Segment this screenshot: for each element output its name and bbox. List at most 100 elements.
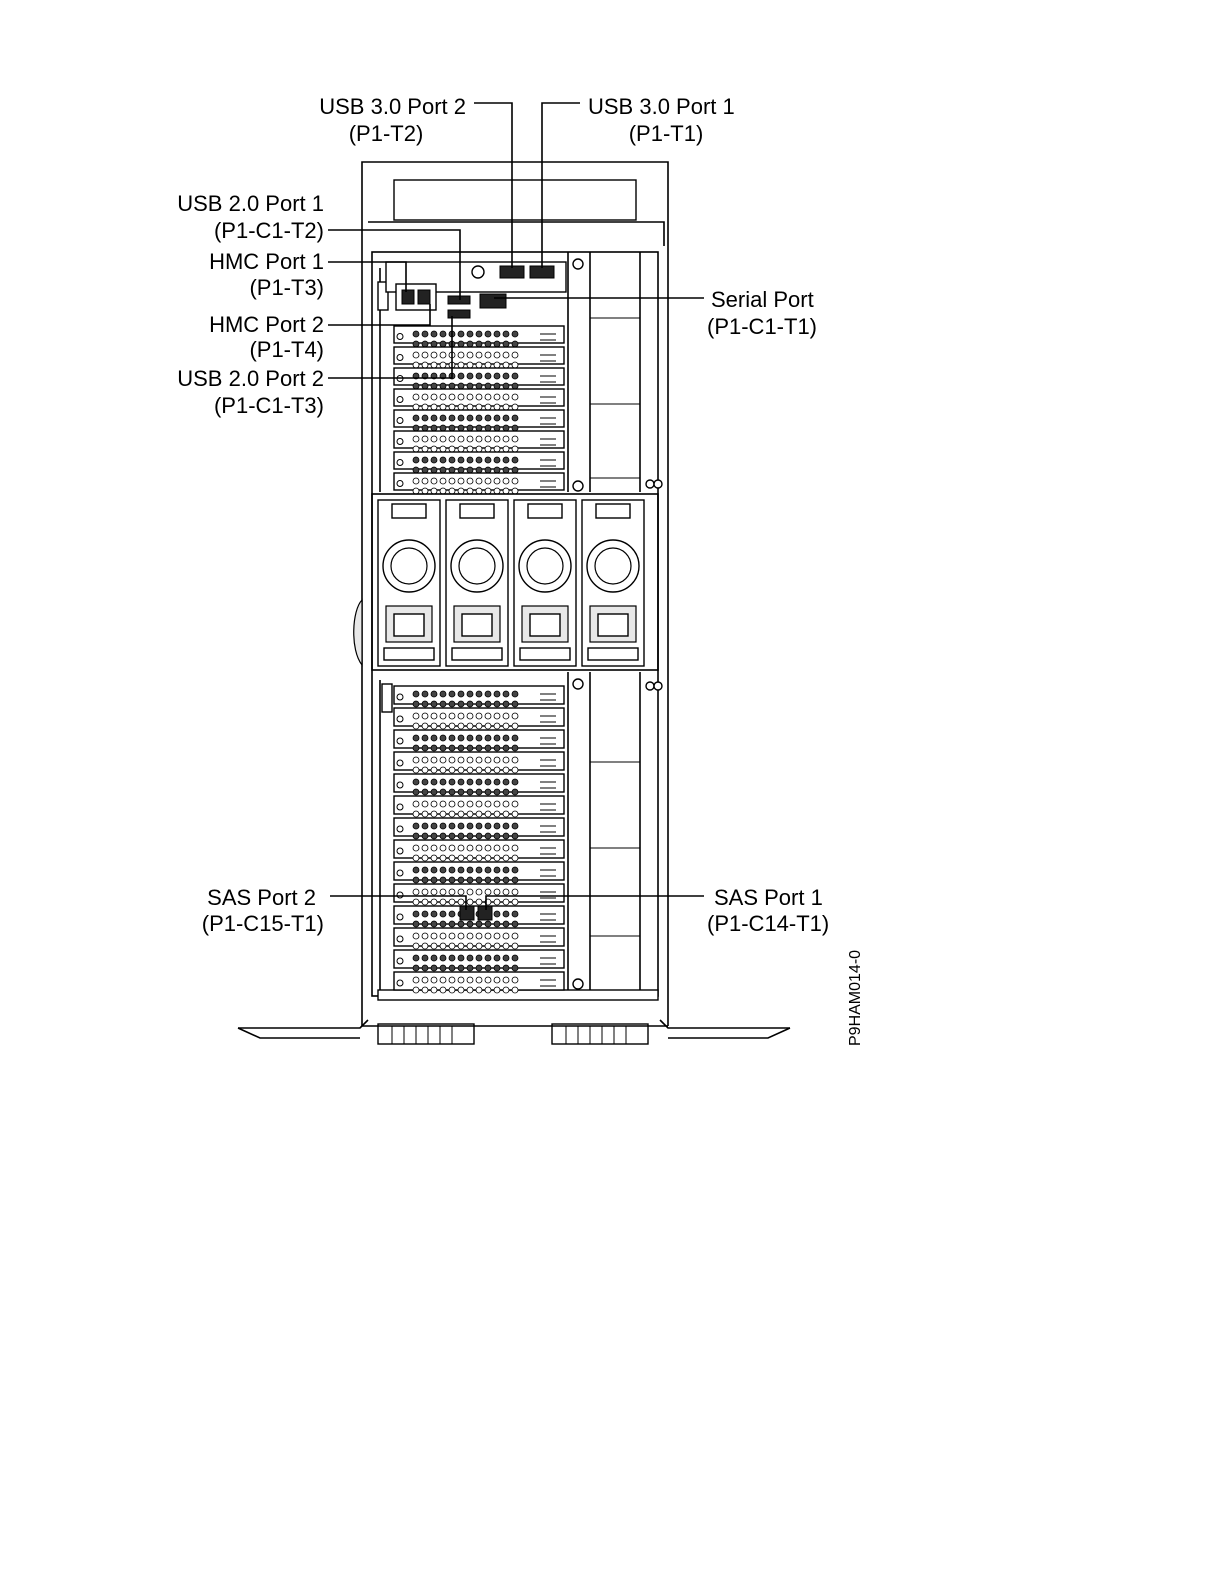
vent-hole	[476, 987, 482, 993]
vent-hole	[458, 801, 464, 807]
vent-hole	[476, 373, 482, 379]
pcie-slot	[394, 862, 564, 883]
vent-hole	[503, 965, 509, 971]
vent-hole	[503, 899, 509, 905]
pcie-slot	[394, 326, 564, 347]
pcie-slot	[394, 389, 564, 410]
vent-hole	[458, 341, 464, 347]
vent-hole	[458, 877, 464, 883]
vent-hole	[512, 373, 518, 379]
vent-hole	[512, 415, 518, 421]
vent-hole	[449, 833, 455, 839]
vent-hole	[413, 425, 419, 431]
pcie-slot	[394, 818, 564, 839]
vent-hole	[458, 362, 464, 368]
vent-hole	[440, 701, 446, 707]
label-hmc-port1-code: (P1-T3)	[249, 275, 324, 300]
vent-hole	[476, 955, 482, 961]
vent-hole	[413, 889, 419, 895]
vent-hole	[431, 833, 437, 839]
vent-hole	[413, 943, 419, 949]
vent-hole	[440, 943, 446, 949]
vent-hole	[440, 404, 446, 410]
vent-hole	[440, 341, 446, 347]
vent-hole	[485, 855, 491, 861]
vent-hole	[494, 331, 500, 337]
vent-hole	[485, 691, 491, 697]
vent-hole	[467, 789, 473, 795]
vent-hole	[431, 436, 437, 442]
vent-hole	[467, 415, 473, 421]
vent-hole	[467, 757, 473, 763]
usb2-port1-connector	[448, 296, 470, 304]
vent-hole	[476, 352, 482, 358]
vent-hole	[440, 867, 446, 873]
vent-hole	[494, 352, 500, 358]
vent-hole	[458, 933, 464, 939]
vent-hole	[467, 877, 473, 883]
vent-hole	[512, 446, 518, 452]
vent-hole	[503, 457, 509, 463]
vent-hole	[431, 394, 437, 400]
vent-hole	[512, 478, 518, 484]
vent-hole	[458, 415, 464, 421]
vent-hole	[512, 965, 518, 971]
vent-hole	[440, 921, 446, 927]
vent-hole	[494, 404, 500, 410]
vent-hole	[449, 383, 455, 389]
vent-hole	[422, 899, 428, 905]
vent-hole	[494, 457, 500, 463]
vent-hole	[431, 987, 437, 993]
vent-hole	[467, 713, 473, 719]
pcie-slot	[394, 928, 564, 949]
vent-hole	[476, 488, 482, 494]
vent-hole	[440, 425, 446, 431]
vent-hole	[485, 478, 491, 484]
top-handle	[368, 180, 664, 246]
chassis-feet	[238, 1020, 790, 1044]
vent-hole	[512, 855, 518, 861]
vent-hole	[494, 933, 500, 939]
vent-hole	[494, 723, 500, 729]
vent-hole	[431, 933, 437, 939]
vent-hole	[494, 362, 500, 368]
vent-hole	[512, 352, 518, 358]
vent-hole	[512, 933, 518, 939]
vent-hole	[512, 691, 518, 697]
vent-hole	[422, 436, 428, 442]
pcie-slot	[394, 774, 564, 795]
vent-hole	[476, 943, 482, 949]
vent-hole	[503, 921, 509, 927]
vent-hole	[413, 833, 419, 839]
vent-hole	[485, 987, 491, 993]
vent-hole	[485, 341, 491, 347]
vent-hole	[458, 467, 464, 473]
pcie-slot	[394, 431, 564, 452]
vent-hole	[458, 425, 464, 431]
vent-hole	[512, 867, 518, 873]
vent-hole	[512, 735, 518, 741]
vent-hole	[476, 362, 482, 368]
vent-hole	[431, 691, 437, 697]
vent-hole	[494, 889, 500, 895]
label-sas-port2-name: SAS Port 2	[207, 885, 316, 910]
vent-hole	[431, 352, 437, 358]
vent-hole	[512, 977, 518, 983]
vent-hole	[449, 713, 455, 719]
label-sas-port1-name: SAS Port 1	[714, 885, 823, 910]
vent-hole	[467, 801, 473, 807]
vent-hole	[503, 373, 509, 379]
vent-hole	[440, 478, 446, 484]
vent-hole	[503, 789, 509, 795]
vent-hole	[467, 404, 473, 410]
vent-hole	[467, 767, 473, 773]
vent-hole	[431, 735, 437, 741]
vent-hole	[449, 691, 455, 697]
label-usb2-port1-name: USB 2.0 Port 1	[177, 191, 324, 216]
vent-hole	[512, 789, 518, 795]
vent-hole	[413, 933, 419, 939]
vent-hole	[422, 488, 428, 494]
vent-hole	[413, 436, 419, 442]
power-supply-unit	[446, 500, 508, 666]
vent-hole	[449, 899, 455, 905]
